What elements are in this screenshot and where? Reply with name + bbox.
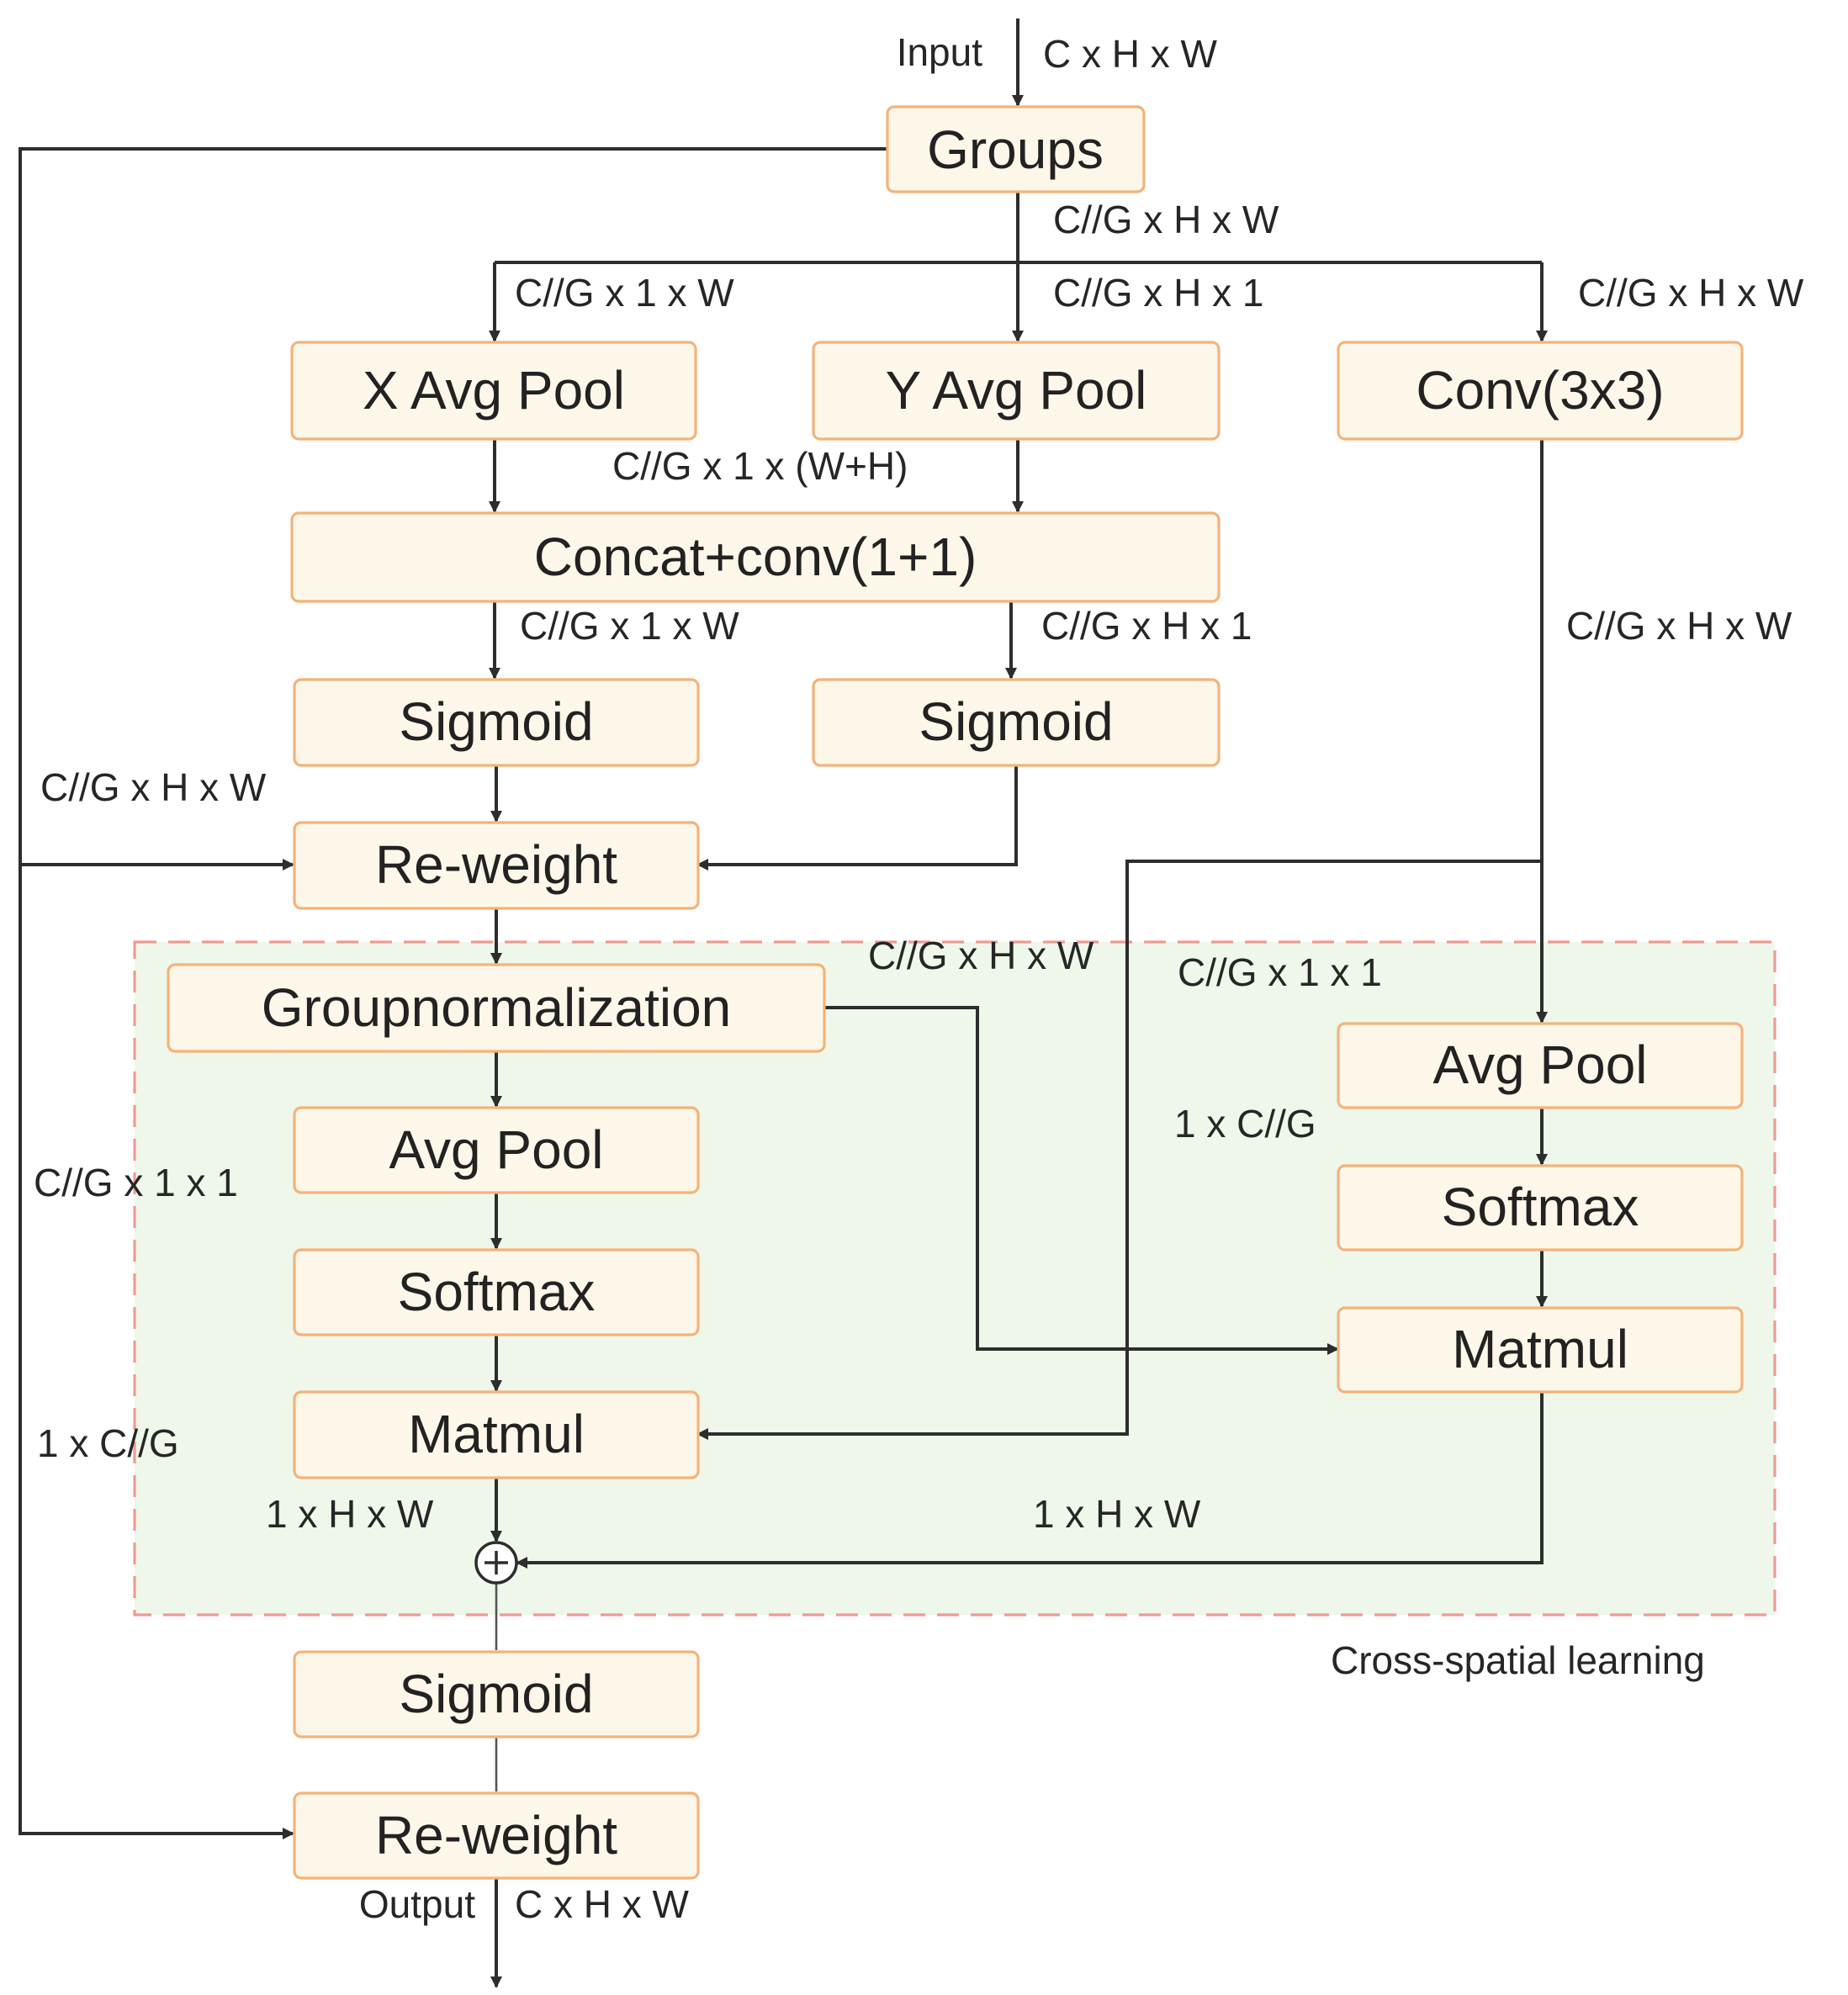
avg-pool-right-label: Avg Pool [1433, 1035, 1648, 1095]
avg-pool-left-label: Avg Pool [389, 1119, 604, 1180]
y-avg-pool-node: Y Avg Pool [812, 341, 1221, 441]
add-node [474, 1541, 518, 1585]
conv-out-label: C//G x H x W [1566, 604, 1792, 648]
sig-y-in-label: C//G x H x 1 [1041, 604, 1252, 648]
sigmoid-y-node: Sigmoid [812, 678, 1221, 767]
sigmoid-x-label: Sigmoid [399, 691, 593, 752]
right-pool-out-label: C//G x 1 x 1 [1178, 950, 1382, 994]
output-label: Output [359, 1882, 475, 1926]
edge-skip-output [19, 147, 887, 1839]
avg-pool-right-node: Avg Pool [1337, 1022, 1744, 1109]
groupnorm-node: Groupnormalization [167, 963, 826, 1053]
conv3x3-node: Conv(3x3) [1337, 341, 1744, 441]
y-avg-pool-label: Y Avg Pool [886, 360, 1147, 421]
matmul-left-label: Matmul [408, 1404, 585, 1464]
softmax-right-node: Softmax [1337, 1164, 1744, 1252]
region-label: Cross-spatial learning [1331, 1638, 1705, 1682]
skip-label: C//G x H x W [40, 765, 267, 809]
groups-label: Groups [927, 119, 1104, 180]
groups-out-label: C//G x H x W [1053, 198, 1279, 241]
x-avg-pool-label: X Avg Pool [363, 360, 625, 421]
groupnorm-label: Groupnormalization [262, 977, 732, 1038]
reweight-label: Re-weight [375, 834, 617, 895]
left-pool-out-label: C//G x 1 x 1 [34, 1161, 238, 1204]
right-matmul-out-label: 1 x H x W [1033, 1492, 1201, 1536]
right-softmax-in-label: 1 x C//G [1174, 1102, 1316, 1146]
reweight-node: Re-weight [293, 821, 700, 910]
edge-conv-left-matmul [696, 860, 1542, 1440]
x-pool-in-label: C//G x 1 x W [515, 271, 734, 315]
matmul-left-node: Matmul [293, 1390, 700, 1479]
x-avg-pool-node: X Avg Pool [290, 341, 697, 441]
concat-conv-label: Concat+conv(1+1) [534, 527, 977, 587]
concat-in-label: C//G x 1 x (W+H) [612, 444, 908, 488]
matmul-right-label: Matmul [1452, 1319, 1628, 1379]
input-label: Input [897, 30, 983, 74]
input-dim-label: C x H x W [1043, 32, 1218, 76]
edge-gn-right-matmul [824, 1006, 1339, 1355]
matmul-right-node: Matmul [1337, 1306, 1744, 1394]
sigmoid-y-label: Sigmoid [919, 691, 1113, 752]
conv-in-label: C//G x H x W [1578, 271, 1804, 315]
reweight-out-node: Re-weight [293, 1791, 700, 1880]
avg-pool-left-node: Avg Pool [293, 1106, 700, 1194]
gn-to-matmul-label: C//G x H x W [868, 934, 1094, 977]
sig-x-in-label: C//G x 1 x W [520, 604, 739, 648]
reweight-out-label: Re-weight [375, 1805, 617, 1865]
sigmoid-out-label: Sigmoid [399, 1664, 593, 1724]
conv3x3-label: Conv(3x3) [1416, 360, 1664, 421]
edge-rmatmul-plus [516, 1392, 1544, 1569]
sigmoid-x-node: Sigmoid [293, 678, 700, 767]
softmax-left-node: Softmax [293, 1248, 700, 1336]
left-softmax-out-label: 1 x C//G [37, 1421, 179, 1465]
y-pool-in-label: C//G x H x 1 [1053, 271, 1263, 315]
softmax-right-label: Softmax [1442, 1177, 1639, 1237]
softmax-left-label: Softmax [398, 1262, 596, 1322]
output-dim-label: C x H x W [515, 1882, 690, 1926]
edge-sigy-reweight [696, 765, 1018, 870]
groups-node: Groups [886, 105, 1146, 193]
sigmoid-out-node: Sigmoid [293, 1650, 700, 1738]
concat-conv-node: Concat+conv(1+1) [290, 511, 1221, 603]
left-matmul-out-label: 1 x H x W [266, 1492, 434, 1536]
